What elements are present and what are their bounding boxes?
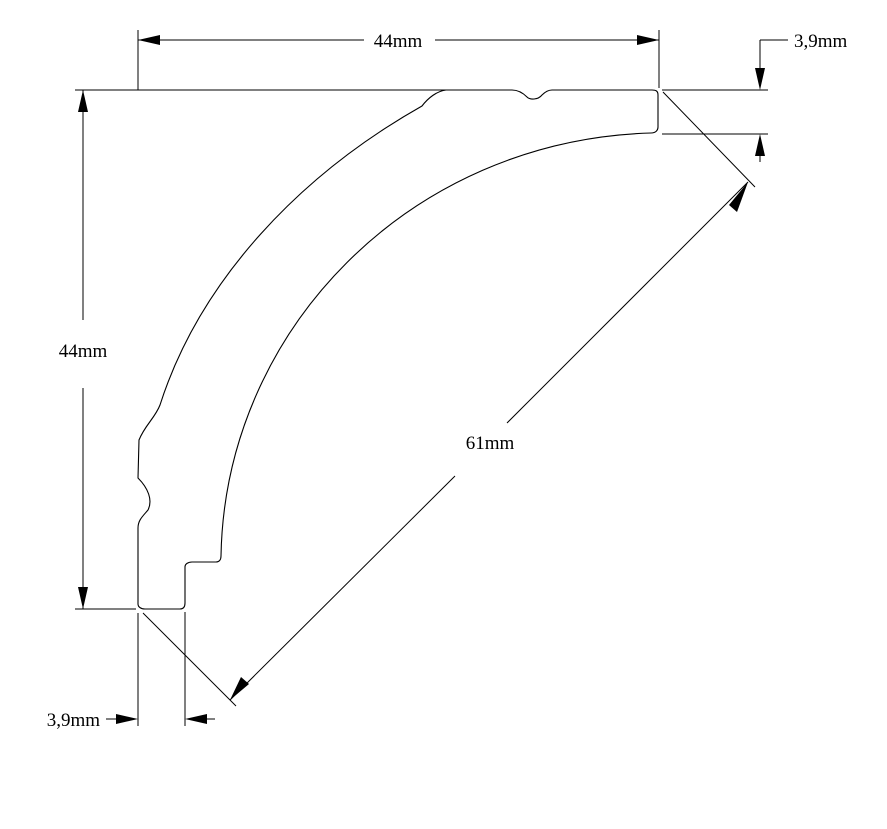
diagonal-label: 61mm xyxy=(466,433,515,454)
bottom-thickness-label: 3,9mm xyxy=(47,710,101,731)
top-width-label: 44mm xyxy=(374,31,423,52)
bottom-thickness-dimension: 3,9mm xyxy=(47,612,215,731)
profile-outline xyxy=(137,89,659,610)
left-height-dimension: 44mm xyxy=(59,89,138,610)
top-width-dimension: 44mm xyxy=(137,30,660,90)
diagonal-dimension: 61mm xyxy=(142,91,756,707)
top-thickness-label: 3,9mm xyxy=(794,31,848,52)
top-thickness-dimension: 3,9mm xyxy=(662,31,848,162)
left-height-label: 44mm xyxy=(59,341,108,362)
